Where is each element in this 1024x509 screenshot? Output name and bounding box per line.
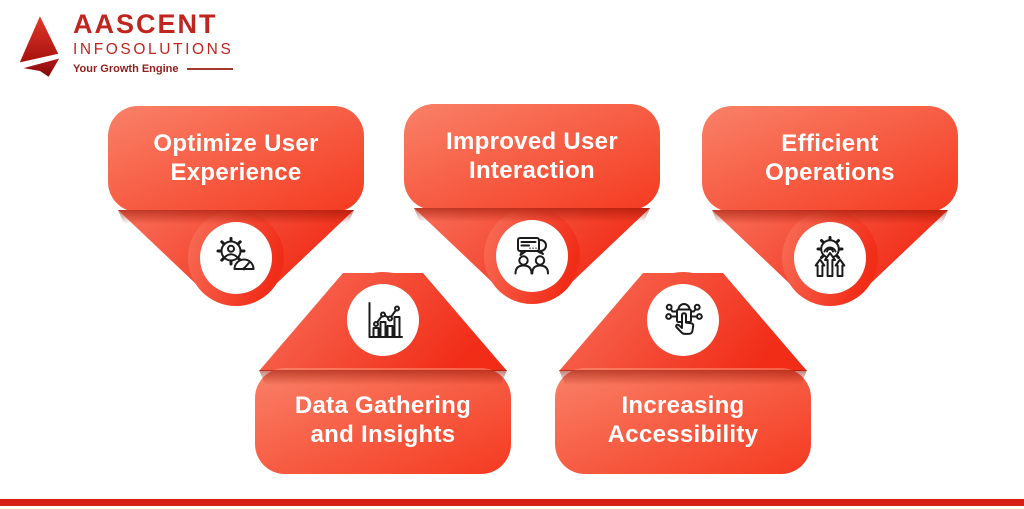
card-title: Improved User Interaction	[446, 128, 618, 184]
tagline-rule	[186, 68, 233, 71]
card-efficient-operations: Efficient Operations	[702, 106, 958, 338]
card-data-gathering-insights: Data Gathering and Insights	[255, 243, 511, 475]
card-improved-user-interaction: Improved User Interaction	[404, 104, 660, 336]
brand-logo-icon	[19, 16, 60, 77]
brand-tagline: Your Growth Engine	[73, 63, 179, 76]
chat-users-icon	[514, 237, 549, 275]
brand-name: AASCENT	[73, 9, 218, 39]
card-title: Efficient Operations	[765, 130, 895, 186]
network-touch-hand-icon	[665, 303, 703, 335]
gear-growth-arrows-icon	[814, 236, 846, 277]
brand-division: INFOSOLUTIONS	[73, 41, 234, 59]
card-title: Optimize User Experience	[153, 130, 319, 186]
card-title: Increasing Accessibility	[607, 392, 759, 448]
gear-user-gauge-icon	[216, 236, 255, 271]
card-title: Data Gathering and Insights	[294, 392, 472, 448]
card-optimize-user-experience: Optimize User Experience	[108, 106, 364, 338]
bar-chart-trend-icon	[368, 302, 403, 338]
card-increasing-accessibility: Increasing Accessibility	[555, 243, 811, 475]
brand-logo: AASCENT INFOSOLUTIONS Your Growth Engine	[14, 10, 233, 78]
footer-accent-bar	[0, 499, 1024, 506]
